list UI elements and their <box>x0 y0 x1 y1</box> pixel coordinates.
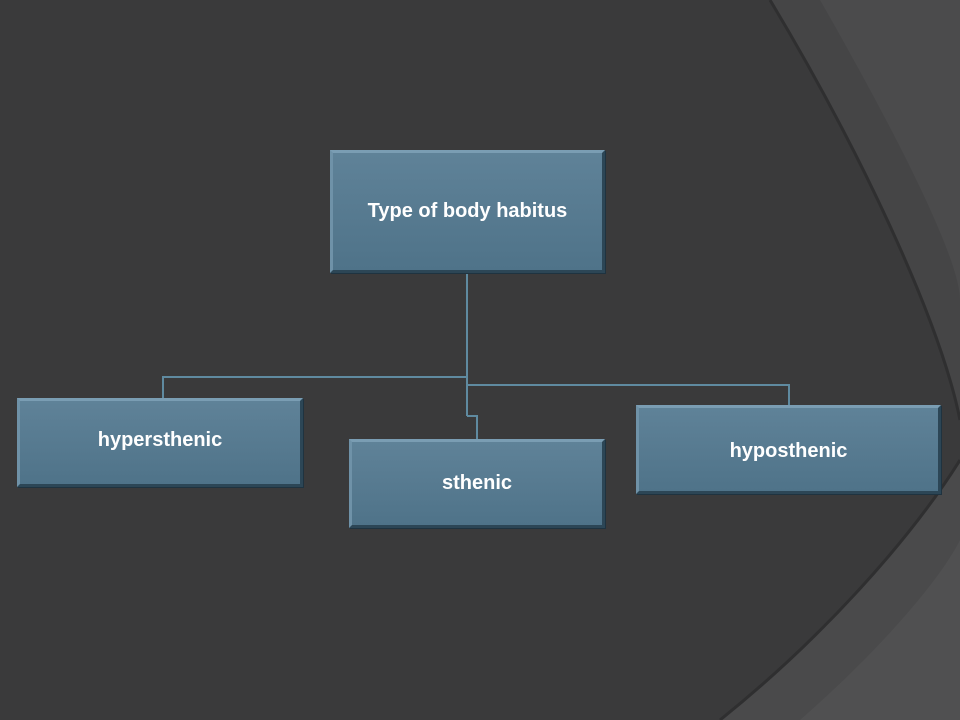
background-curve-band-right <box>820 0 960 300</box>
connector-hyposthenic <box>467 384 790 405</box>
connector-sthenic <box>467 415 478 439</box>
node-label: hyposthenic <box>729 440 848 462</box>
node-label: hypersthenic <box>97 429 223 451</box>
background-curve-lower-inner <box>800 540 960 720</box>
connector-hypersthenic <box>162 376 467 398</box>
node-sthenic: sthenic <box>349 439 605 528</box>
node-label: Type of body habitus <box>367 200 568 222</box>
node-hypersthenic: hypersthenic <box>17 398 303 487</box>
node-type-of-body-habitus: Type of body habitus <box>330 150 605 273</box>
node-label: sthenic <box>441 472 513 494</box>
background-curve-edge <box>768 0 960 421</box>
node-hyposthenic: hyposthenic <box>636 405 941 494</box>
